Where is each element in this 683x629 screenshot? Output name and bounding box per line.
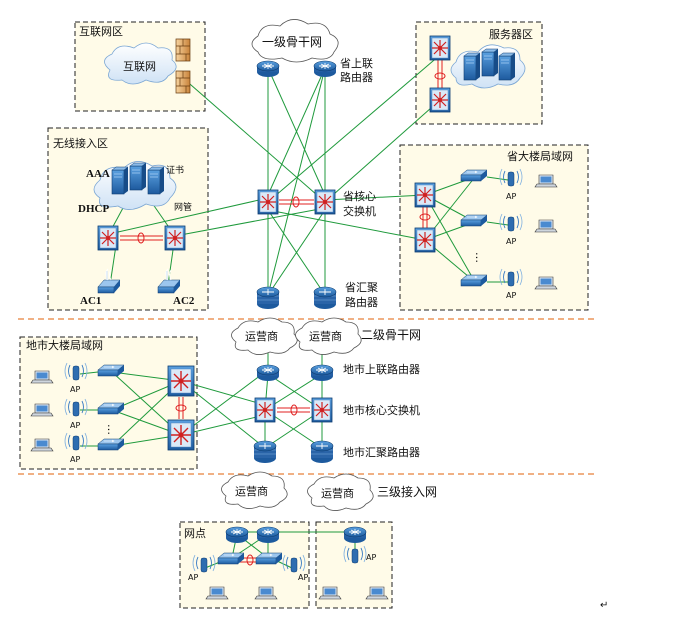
prov-core-label: 省核心 — [343, 189, 376, 203]
cloud-carrier-1: 运营商 — [231, 317, 298, 355]
core-switch-icon — [311, 397, 333, 423]
prov-agg-label: 省汇聚 — [345, 281, 378, 294]
ap-label: AP — [70, 455, 80, 464]
ellipsis-mark: … — [105, 424, 118, 435]
router-icon — [225, 526, 249, 544]
city-core-label: 地市核心交换机 — [343, 403, 420, 417]
tier2-label: 二级骨干网 — [361, 328, 421, 342]
prov-uplink-label: 省上联 — [340, 57, 373, 70]
zone-site-label: 网点 — [184, 527, 206, 540]
cursor-mark: ↵ — [600, 600, 608, 611]
agg-router-icon — [313, 286, 337, 310]
server-icon — [481, 48, 499, 77]
ap-label: AP — [298, 573, 308, 582]
server-icon — [463, 52, 481, 81]
server-icon — [498, 52, 516, 81]
netmgmt-label: 网管 — [174, 201, 192, 213]
cloud-carrier-3-label: 运营商 — [235, 484, 268, 498]
firewall-icon — [175, 70, 191, 94]
core-switch-icon — [429, 35, 451, 61]
core-switch-icon — [164, 225, 186, 251]
router-icon — [256, 60, 280, 78]
router-icon — [256, 526, 280, 544]
agg-router-icon — [256, 286, 280, 310]
cloud-carrier-2: 运营商 — [295, 317, 362, 355]
prov-agg-label: 路由器 — [345, 295, 378, 309]
ellipsis-mark: … — [473, 252, 486, 263]
ap-label: AP — [506, 291, 516, 300]
zone-city-lan-label: 地市大楼局域网 — [26, 338, 103, 352]
city-agg-label: 地市汇聚路由器 — [343, 445, 420, 459]
router-icon — [310, 364, 334, 382]
ap-label: AP — [70, 421, 80, 430]
zone-prov-lan-label: 省大楼局域网 — [507, 149, 573, 163]
core-switch-icon — [254, 397, 276, 423]
core-switch-icon — [167, 419, 195, 451]
core-switch-icon — [167, 365, 195, 397]
zone-prov-lan — [399, 144, 589, 311]
server-icon — [147, 166, 165, 195]
ap-label: AP — [188, 573, 198, 582]
ac1-label: AC1 — [80, 295, 101, 307]
cloud-carrier-2-label: 运营商 — [309, 329, 342, 343]
router-icon — [256, 364, 280, 382]
ap-label: AP — [506, 237, 516, 246]
cloud-carrier-4-label: 运营商 — [321, 486, 354, 500]
cert-label: 证书 — [166, 165, 184, 176]
cloud-tier1-label: 一级骨干网 — [262, 35, 322, 49]
zone-wireless — [47, 127, 209, 311]
cloud-tier1: 一级骨干网 — [251, 19, 339, 63]
agg-router-icon — [253, 440, 277, 464]
links-top — [109, 54, 509, 296]
city-uplink-label: 地市上联路由器 — [343, 362, 420, 376]
zone-servers-label: 服务器区 — [489, 28, 533, 41]
aaa-label: AAA — [86, 168, 110, 180]
ap-label: AP — [366, 553, 376, 562]
cloud-carrier-3: 运营商 — [221, 471, 288, 509]
zone-internet-label: 互联网区 — [79, 25, 123, 38]
core-switch-icon — [97, 225, 119, 251]
server-icon — [129, 162, 147, 191]
cloud-carrier-4: 运营商 — [307, 473, 374, 511]
core-switch-icon — [314, 189, 336, 215]
agg-router-icon — [310, 440, 334, 464]
cloud-internet-label: 互联网 — [123, 60, 156, 73]
core-switch-icon — [414, 182, 436, 208]
server-icon — [111, 166, 129, 195]
cloud-carrier-1-label: 运营商 — [245, 329, 278, 343]
prov-uplink-label: 路由器 — [340, 70, 373, 84]
router-icon — [313, 60, 337, 78]
ap-label: AP — [506, 192, 516, 201]
ap-label: AP — [70, 385, 80, 394]
zone-wireless-label: 无线接入区 — [53, 136, 108, 150]
dhcp-label: DHCP — [78, 203, 109, 215]
firewall-icon — [175, 38, 191, 62]
cloud-internet: 互联网 — [104, 42, 177, 85]
prov-core-label: 交换机 — [343, 204, 376, 218]
router-icon — [343, 526, 367, 544]
ac2-label: AC2 — [173, 295, 195, 307]
core-switch-icon — [429, 87, 451, 113]
core-switch-icon — [257, 189, 279, 215]
tier3-label: 三级接入网 — [377, 484, 437, 499]
core-switch-icon — [414, 227, 436, 253]
